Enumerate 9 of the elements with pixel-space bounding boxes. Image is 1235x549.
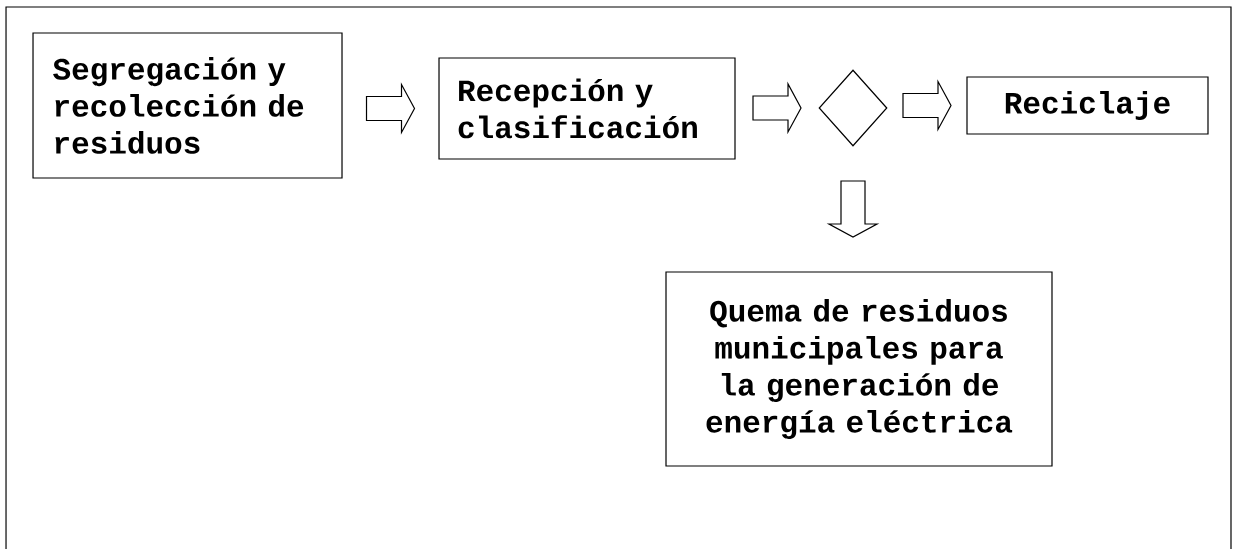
process-box: Reciclaje [966, 76, 1209, 135]
block-arrow [752, 81, 802, 135]
block-arrow [902, 79, 952, 132]
block-arrow [826, 180, 880, 238]
decision-diamond [818, 69, 888, 147]
process-box: Segregación y recolección de residuos [32, 32, 343, 179]
process-box: Recepción y clasificación [438, 57, 736, 160]
block-arrow [365, 82, 416, 135]
process-box: Quema de residuos municipales para la generación de energía eléctrica [665, 271, 1053, 467]
